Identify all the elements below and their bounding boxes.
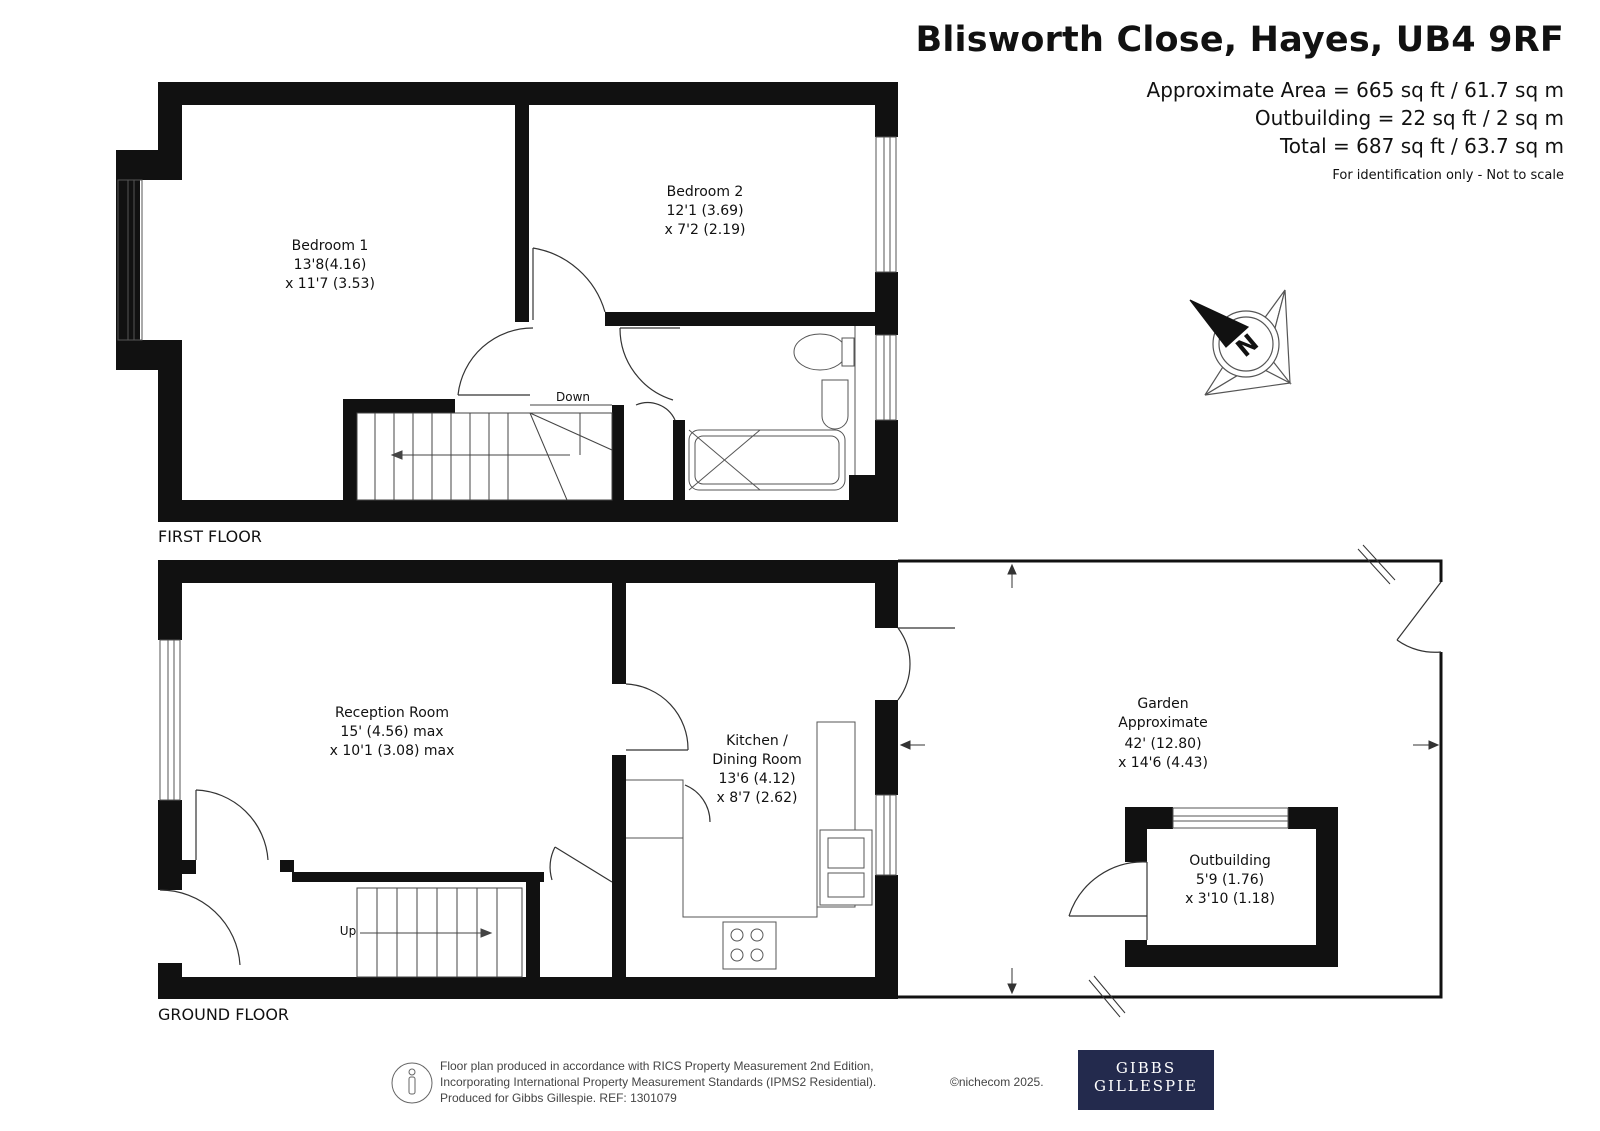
footer-copyright: ©nichecom 2025. <box>950 1075 1044 1089</box>
ground-floor-doors <box>159 627 955 966</box>
logo-line-1: GIBBS <box>1115 1059 1177 1077</box>
ground-floor-stairs <box>356 887 523 978</box>
first-floor-stairs <box>356 404 613 501</box>
garden-gate <box>1396 581 1442 653</box>
bathroom-fixtures <box>688 333 855 491</box>
ground-floor-walls <box>158 560 898 999</box>
outbuilding-area: Outbuilding = 22 sq ft / 2 sq m <box>1254 106 1564 130</box>
ground-floor-windows <box>159 639 897 876</box>
gibbs-gillespie-logo: GIBBS GILLESPIE <box>1078 1050 1214 1110</box>
outbuilding-window <box>1172 807 1289 829</box>
scale-note: For identification only - Not to scale <box>1332 168 1564 183</box>
footer-line-3: Produced for Gibbs Gillespie. REF: 13010… <box>440 1091 677 1105</box>
garden-arrows <box>899 544 1440 1018</box>
garden-boundary <box>898 559 1443 999</box>
kitchen-fixtures <box>626 721 873 970</box>
outbuilding-walls <box>1125 807 1338 967</box>
ground-floor-label: GROUND FLOOR <box>158 1005 290 1024</box>
compass-icon <box>1189 289 1292 396</box>
logo-line-2: GILLESPIE <box>1093 1077 1199 1095</box>
footer-line-2: Incorporating International Property Mea… <box>440 1075 877 1089</box>
first-floor-walls <box>116 82 898 522</box>
outbuilding-door <box>1068 861 1148 940</box>
approximate-area: Approximate Area = 665 sq ft / 61.7 sq m <box>1146 78 1564 102</box>
first-floor-label: FIRST FLOOR <box>158 527 262 546</box>
first-floor-doors <box>457 247 680 421</box>
total-area: Total = 687 sq ft / 63.7 sq m <box>1279 134 1564 158</box>
footer-line-1: Floor plan produced in accordance with R… <box>440 1059 874 1073</box>
stairs-down-label: Down <box>556 390 590 404</box>
footer-credit: Floor plan produced in accordance with R… <box>440 1058 876 1106</box>
person-icon <box>391 1062 433 1104</box>
first-floor-windows <box>117 136 897 475</box>
stairs-up-label: Up <box>340 924 356 938</box>
property-title: Blisworth Close, Hayes, UB4 9RF <box>915 20 1564 60</box>
